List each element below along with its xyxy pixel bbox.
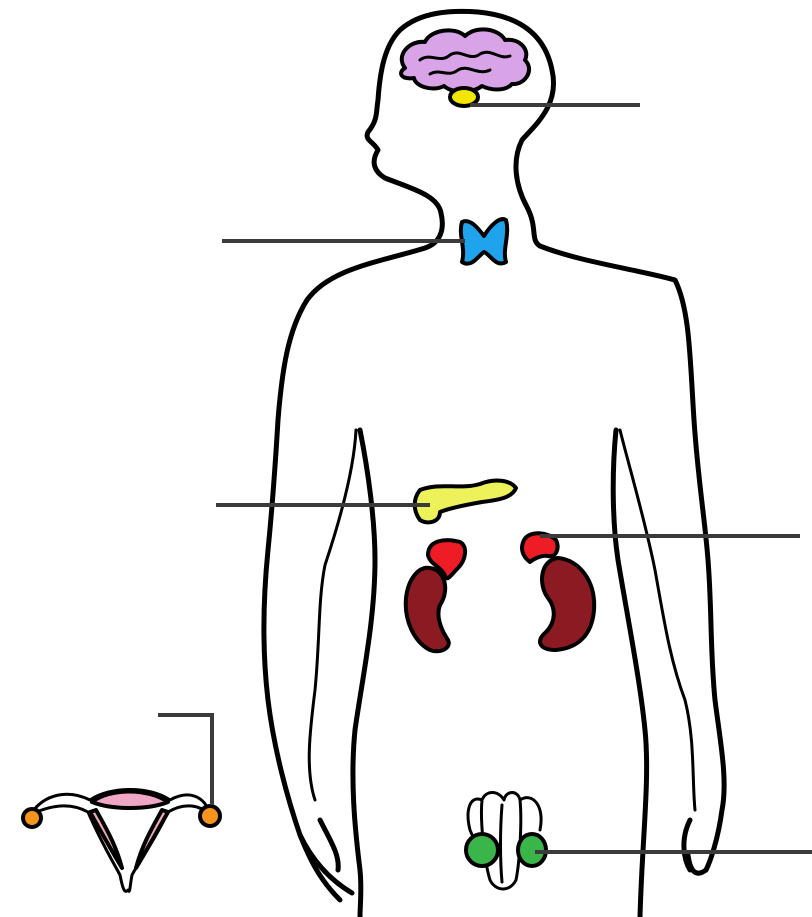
fallopian-left <box>90 810 122 868</box>
arm-right-inner-outline <box>613 430 646 917</box>
arm-left-crease <box>309 430 356 800</box>
thyroid-gland-icon <box>461 219 507 264</box>
left-hand-outline <box>300 820 340 900</box>
uterus-top <box>92 792 168 809</box>
body-outline <box>264 11 724 917</box>
ovary-label-line <box>158 715 212 805</box>
penis-midline <box>501 805 503 882</box>
pancreas-icon <box>415 481 516 523</box>
arm-right-crease <box>620 430 695 810</box>
uterus-icon <box>30 790 210 892</box>
torso-right-outline <box>540 246 724 870</box>
right-hand-outline <box>684 820 706 873</box>
kidney-left-icon <box>406 568 449 651</box>
testis-icon <box>466 793 546 890</box>
ovary-right-icon <box>200 806 220 826</box>
ovary-left-icon <box>23 809 41 827</box>
kidney-right-icon <box>540 558 594 650</box>
testis-left <box>466 834 498 866</box>
brain-icon <box>401 29 529 91</box>
fallopian-right <box>136 810 168 868</box>
